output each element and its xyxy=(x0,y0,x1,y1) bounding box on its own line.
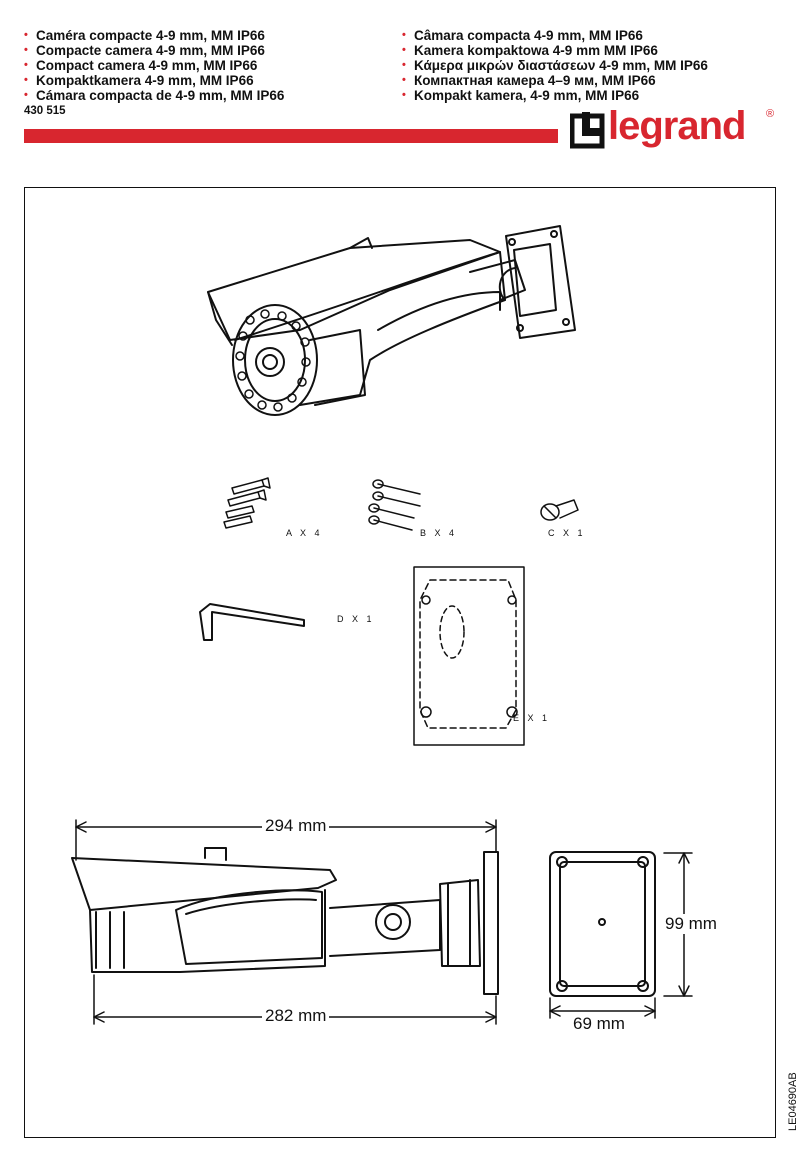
product-reference: 430 515 xyxy=(24,105,66,117)
content-frame xyxy=(24,187,776,1138)
red-header-bar xyxy=(24,129,558,143)
title-fr: Caméra compacte 4-9 mm, MM IP66 xyxy=(36,28,265,43)
dimension-plate-width: 69 mm xyxy=(570,1014,628,1034)
title-pt: Câmara compacta 4-9 mm, MM IP66 xyxy=(414,28,643,43)
screw-part-c xyxy=(540,499,579,521)
registered-mark: ® xyxy=(766,108,775,120)
title-gr: Κάμερα μικρών διαστάσεων 4-9 mm, MM IP66 xyxy=(414,58,708,73)
legrand-logo-icon xyxy=(570,112,605,149)
drilling-template-part-e xyxy=(413,566,525,746)
title-tr: Kompakt kamera, 4-9 mm, MM IP66 xyxy=(414,88,640,103)
title-de: Kompaktkamera 4-9 mm, MM IP66 xyxy=(36,73,254,88)
product-titles-right: •Câmara compacta 4-9 mm, MM IP66 •Kamera… xyxy=(402,28,708,103)
screws-part-b xyxy=(368,479,421,531)
dimension-plate-height: 99 mm xyxy=(662,914,720,934)
part-c-label: C X 1 xyxy=(548,528,586,538)
dimension-total-length: 294 mm xyxy=(262,816,330,836)
camera-side-view-drawing xyxy=(71,847,499,995)
hex-key-part-d xyxy=(199,603,305,641)
dimension-body-length: 282 mm xyxy=(262,1006,330,1026)
part-b-label: B X 4 xyxy=(420,528,458,538)
part-e-label: E X 1 xyxy=(513,713,551,723)
camera-perspective-drawing xyxy=(207,225,576,416)
wall-plugs-part-a xyxy=(223,477,271,529)
brand-name: legrand xyxy=(608,104,746,148)
mounting-plate-front-view xyxy=(549,851,656,997)
ir-led-ring xyxy=(235,309,311,412)
title-pl: Kamera kompaktowa 4-9 mm MM IP66 xyxy=(414,43,658,58)
title-nl: Compacte camera 4-9 mm, MM IP66 xyxy=(36,43,265,58)
title-ru: Компактная камера 4–9 мм, MM IP66 xyxy=(414,73,656,88)
document-code: LE04690AB xyxy=(787,1072,799,1131)
title-es: Cámara compacta de 4-9 mm, MM IP66 xyxy=(36,88,285,103)
title-en: Compact camera 4-9 mm, MM IP66 xyxy=(36,58,258,73)
part-d-label: D X 1 xyxy=(337,614,375,624)
product-titles-left: •Caméra compacte 4-9 mm, MM IP66 •Compac… xyxy=(24,28,285,103)
part-a-label: A X 4 xyxy=(286,528,323,538)
